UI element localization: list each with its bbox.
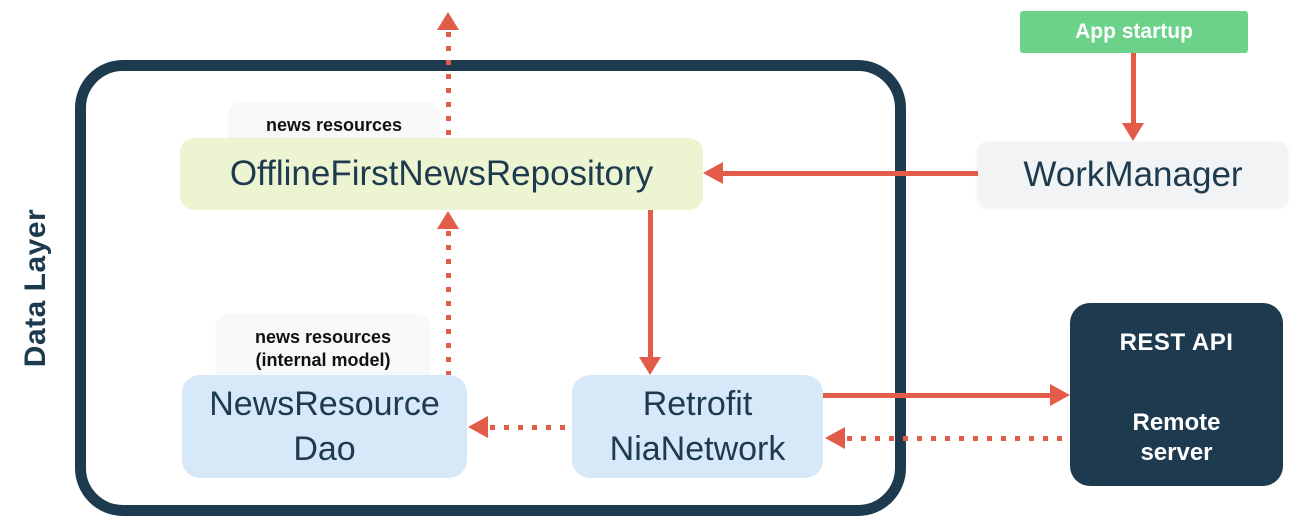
arrow-network-to-dao-shaft bbox=[490, 425, 570, 430]
arrow-appstartup-to-workmanager-shaft bbox=[1131, 53, 1136, 124]
dao-label-line2: Dao bbox=[293, 429, 356, 468]
arrow-workmanager-to-repository-shaft bbox=[721, 171, 978, 176]
rest-api-label: REST API bbox=[1119, 329, 1234, 356]
arrow-dao-to-repository-shaft bbox=[446, 231, 451, 375]
repository-node: OfflineFirstNewsRepository bbox=[180, 138, 703, 210]
arrow-repository-to-ui-head bbox=[437, 12, 459, 30]
repository-label: OfflineFirstNewsRepository bbox=[229, 154, 654, 193]
dao-tag-line2: (internal model) bbox=[255, 349, 391, 370]
workmanager-label: WorkManager bbox=[1023, 154, 1243, 194]
arrow-repository-to-ui-shaft bbox=[446, 32, 451, 138]
workmanager-node: WorkManager bbox=[978, 142, 1288, 207]
data-layer-boundary bbox=[75, 60, 906, 516]
arrow-repository-to-network-head bbox=[639, 357, 661, 375]
app-startup-node: App startup bbox=[1020, 11, 1248, 53]
dao-tag-line1: news resources bbox=[254, 327, 392, 347]
dao-tag: news resources (internal model) bbox=[218, 315, 428, 382]
remote-server-label: Remote server bbox=[1132, 408, 1220, 468]
arrow-workmanager-to-repository-head bbox=[703, 162, 723, 184]
arrow-network-to-restapi-shaft bbox=[823, 393, 1051, 398]
network-label-line2: NiaNetwork bbox=[609, 429, 786, 468]
dao-label: NewsResource Dao bbox=[209, 382, 440, 472]
arrow-repository-to-network-shaft bbox=[648, 210, 653, 357]
arrow-restapi-to-network-head bbox=[825, 427, 845, 449]
network-label-line1: Retrofit bbox=[642, 384, 753, 423]
repository-tag-text: news resources bbox=[265, 115, 403, 136]
arrow-network-to-dao-head bbox=[468, 416, 488, 438]
data-layer-label: Data Layer bbox=[19, 208, 52, 368]
arrow-restapi-to-network-shaft bbox=[847, 436, 1070, 441]
network-node: Retrofit NiaNetwork bbox=[572, 375, 823, 478]
remote-server-node: REST API Remote server bbox=[1070, 303, 1283, 486]
remote-server-line2: server bbox=[1140, 439, 1213, 466]
arrow-network-to-restapi-head bbox=[1050, 384, 1070, 406]
dao-node: NewsResource Dao bbox=[182, 375, 467, 478]
dao-label-line1: NewsResource bbox=[209, 384, 440, 423]
network-label: Retrofit NiaNetwork bbox=[610, 382, 786, 472]
app-startup-label: App startup bbox=[1075, 20, 1193, 43]
arrow-dao-to-repository-head bbox=[437, 211, 459, 229]
remote-server-line1: Remote bbox=[1132, 409, 1221, 436]
arrow-appstartup-to-workmanager-head bbox=[1122, 123, 1144, 141]
